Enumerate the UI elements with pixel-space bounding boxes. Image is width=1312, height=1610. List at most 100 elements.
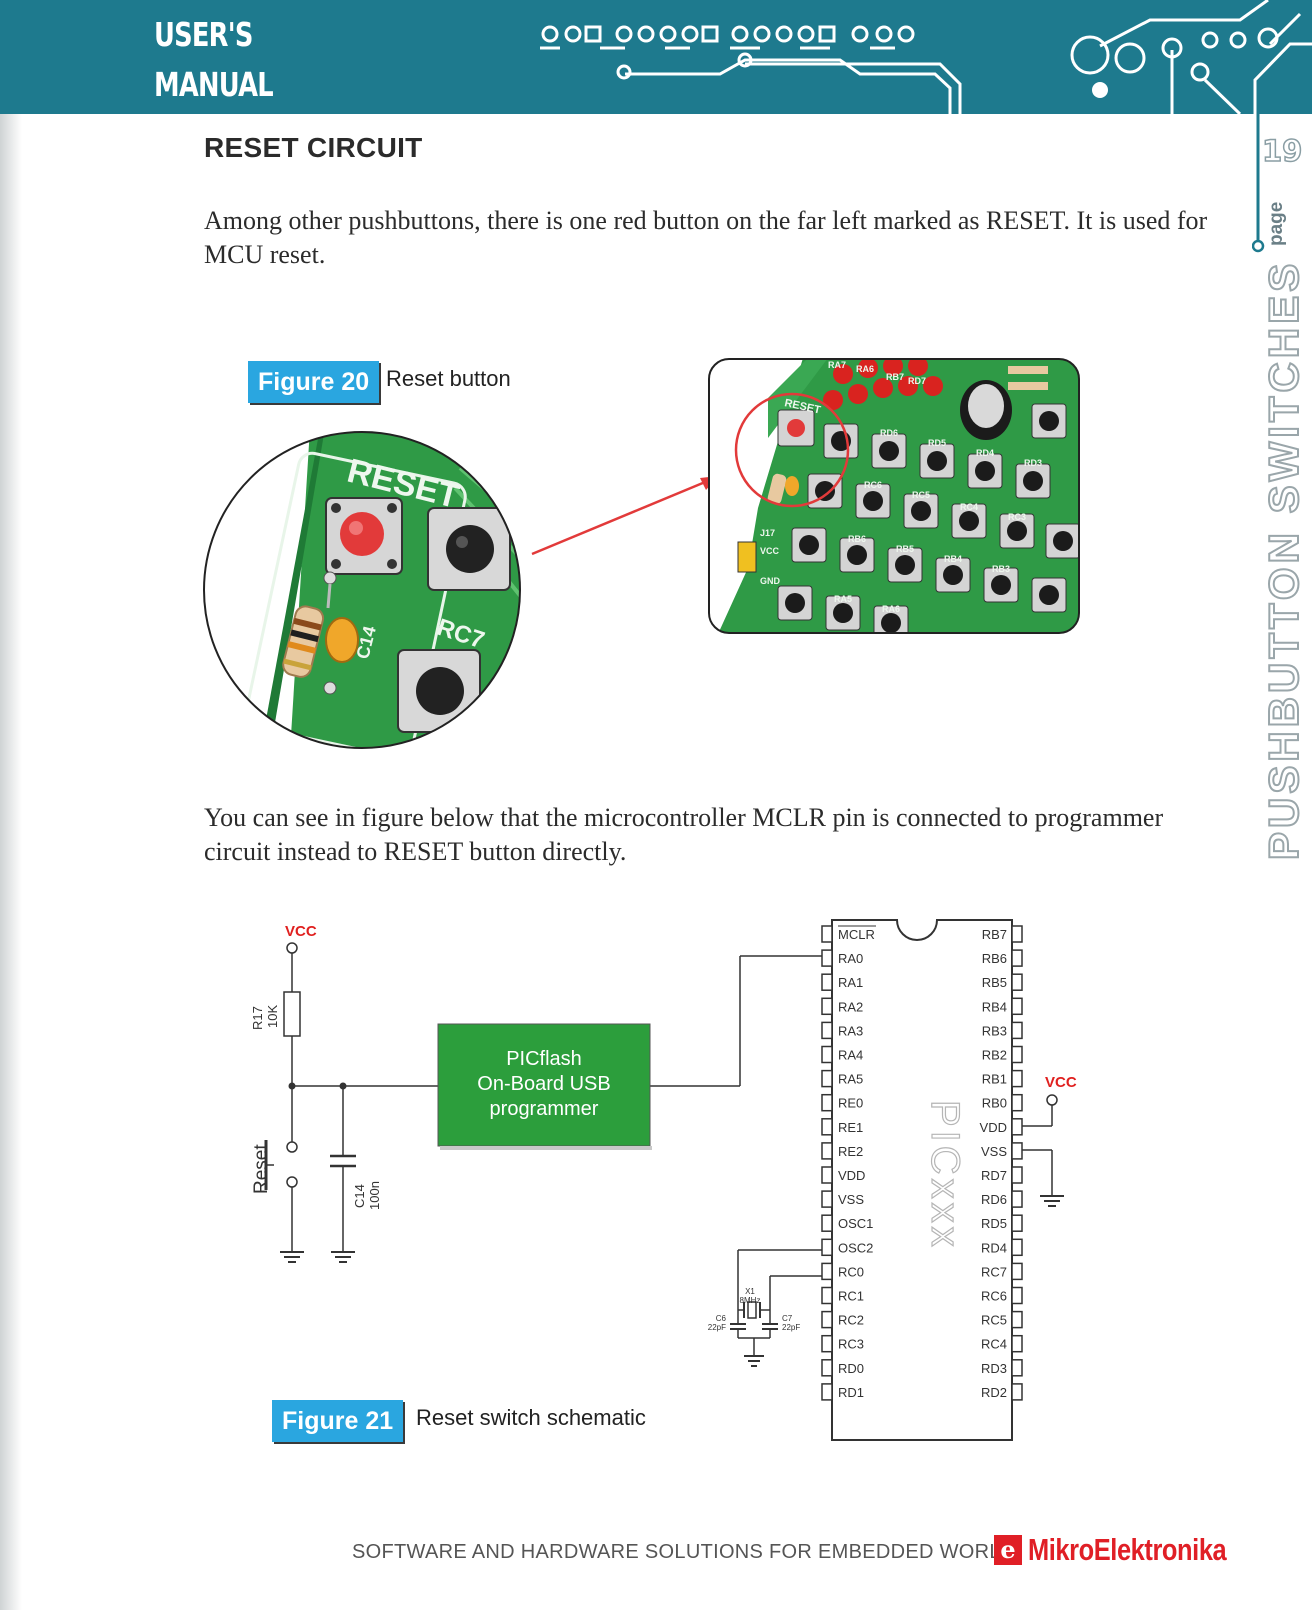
mcu-left-pin-label: RC0 [838, 1264, 864, 1279]
board-silk-gnd: GND [760, 576, 781, 586]
mcu-right-pin [1011, 973, 1023, 991]
mcu-left-pin-label: RA0 [838, 951, 863, 966]
figure-21-label: Figure 21 [272, 1400, 404, 1442]
c6-value: 22pF [708, 1323, 726, 1332]
mcu-right-pin [1011, 1214, 1023, 1232]
mcu-left-pin-label: RC2 [838, 1313, 864, 1328]
mcu-left-pin-label: RA3 [838, 1023, 863, 1038]
mcu-left-pin [821, 1359, 833, 1377]
programmer-line2: On-Board USB [477, 1073, 610, 1095]
mcu-left-pin [821, 949, 833, 967]
mcu-left-pin [821, 1118, 833, 1136]
footer-tagline: SOFTWARE AND HARDWARE SOLUTIONS FOR EMBE… [352, 1541, 1016, 1563]
mcu-right-pin-label: RB5 [982, 975, 1007, 990]
board-silk-ra6-low: RA6 [882, 604, 900, 614]
board-silk-ra7: RA7 [828, 360, 846, 370]
mcu-left-pin [821, 1334, 833, 1353]
mcu-right-pin-label: RB4 [982, 999, 1007, 1014]
board-silk-rb4: RB4 [944, 554, 962, 564]
x1-value: 8MHz [740, 1296, 761, 1305]
mcu-right-pin [1011, 1190, 1023, 1208]
mcu-right-pin [1011, 1359, 1023, 1377]
r17-value: 10K [265, 1005, 280, 1028]
mcu-left-pin-label: RC1 [838, 1289, 864, 1304]
mcu-left-pin-label: RD1 [838, 1385, 864, 1400]
mcu-right-pin [1011, 949, 1023, 967]
red-reset-button [340, 512, 384, 556]
manual-title-line1: USER'S [154, 15, 253, 54]
mcu-left-pin [821, 1262, 833, 1281]
mcu-right-pin [1011, 1069, 1023, 1088]
board-silk-rb6: RB6 [848, 534, 866, 544]
mcu-right-pin-label: RC5 [981, 1313, 1007, 1328]
board-silk-vcc: VCC [760, 546, 780, 556]
board-silk-rc5: RC5 [912, 490, 930, 500]
c14-value: 100n [367, 1181, 382, 1210]
mcu-left-pin [821, 1214, 833, 1232]
mcu-right-pin-label: RD3 [981, 1361, 1007, 1376]
mcu-left-pin-label: RE0 [838, 1096, 863, 1111]
mcu-left-pin-label: RE1 [838, 1120, 863, 1135]
book-spine-shadow [0, 0, 22, 1610]
mcu-right-pin [1011, 1021, 1023, 1040]
board-silk-ra6: RA6 [856, 364, 874, 374]
section-title: RESET CIRCUIT [204, 132, 423, 163]
figure-20-label: Figure 20 [248, 361, 380, 403]
board-silk-rd6: RD6 [880, 428, 898, 438]
board-silk-rb7: RB7 [886, 372, 904, 382]
board-silk-rc6: RC6 [864, 480, 882, 490]
reset-switch-schematic: MCLRRA0RA1RA2RA3RA4RA5RE0RE1RE2VDDVSSOSC… [250, 919, 1077, 1441]
mcu-right-pin [1011, 1310, 1023, 1329]
mcu-left-pin [821, 1238, 833, 1257]
chapter-side-title-text: PUSHBUTTON SWITCHES [1259, 259, 1308, 861]
mcu-right-pin-label: RB2 [982, 1048, 1007, 1063]
mcu-right-pin-label: RD4 [981, 1240, 1007, 1255]
zoom-r-silkscreen: R [500, 483, 517, 510]
pointer-arrow [531, 476, 718, 556]
programmer-block [437, 1023, 651, 1147]
mcu-left-pin [821, 1069, 833, 1088]
c14-ref: C14 [352, 1184, 367, 1208]
mcu-left-pin [821, 1383, 833, 1401]
board-silk-rb5: RB5 [896, 544, 914, 554]
mcu-left-pin-label: OSC1 [838, 1216, 873, 1231]
mcu-left-pin [821, 1142, 833, 1160]
mcu-left-pin [821, 1190, 833, 1208]
board-silk-rc3: RC3 [1008, 512, 1026, 522]
mcu-left-pin-label: RA2 [838, 999, 863, 1014]
mcu-right-pin-label: RC4 [981, 1337, 1007, 1352]
mcu-left-pin-label: RA4 [838, 1048, 863, 1063]
programmer-line3: programmer [490, 1098, 599, 1120]
mcu-left-pin-label: RA1 [838, 975, 863, 990]
c7-value: 22pF [782, 1323, 800, 1332]
mcu-right-pin [1011, 1383, 1023, 1401]
mcu-right-pin [1011, 1238, 1023, 1257]
mcu-right-pin [1011, 997, 1023, 1016]
mcu-right-pin [1011, 1118, 1023, 1136]
mcu-right-pin-label: RB7 [982, 927, 1007, 942]
board-silk-rd5: RD5 [928, 438, 946, 448]
figure-20-caption: Reset button [386, 366, 511, 391]
mcu-name: PICxxx [923, 1100, 967, 1251]
header-banner: USER'S MANUAL [0, 0, 1312, 114]
figure-21-caption: Reset switch schematic [416, 1405, 646, 1430]
mcu-left-pin-label: MCLR [838, 927, 875, 942]
mcu-right-pin-label: RC7 [981, 1264, 1007, 1279]
c7-ref: C7 [782, 1314, 793, 1323]
reset-switch-label: Reset [251, 1144, 272, 1194]
chapter-side-title: PUSHBUTTON SWITCHES [1259, 259, 1312, 910]
page-word: page [1266, 196, 1312, 246]
mcu-left-pin-label: VDD [838, 1168, 865, 1183]
mcu-right-pin [1011, 1166, 1023, 1184]
mcu-right-pin-label: RD6 [981, 1192, 1007, 1207]
page-word-label: page [1266, 201, 1287, 246]
mcu-right-pin-label: RB1 [982, 1072, 1007, 1087]
mcu-left-pin [821, 1093, 833, 1112]
board-silk-j17: J17 [760, 528, 775, 538]
mcu-right-pin-label: RD7 [981, 1168, 1007, 1183]
board-silk-rd7: RD7 [908, 376, 926, 386]
mcu-right-pin-label: RB0 [982, 1096, 1007, 1111]
page-tab-line [1252, 114, 1265, 253]
brand-logo: e MikroElektronika [994, 1530, 1270, 1570]
mcu-left-pin [821, 925, 833, 943]
